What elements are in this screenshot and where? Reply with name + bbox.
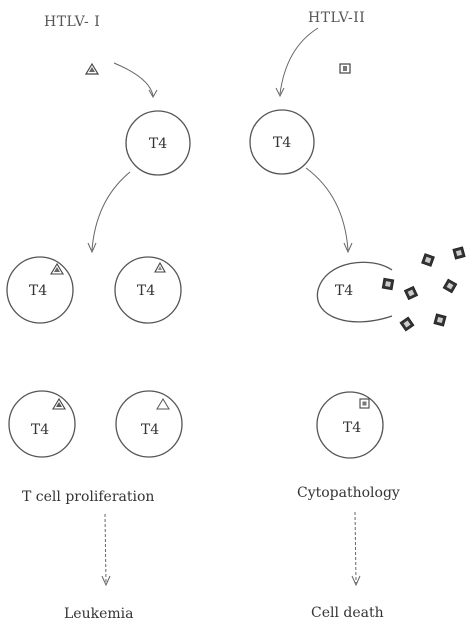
virus-in-cell-prolif-4: [156, 398, 170, 410]
released-particle-3: [381, 277, 395, 291]
t4-label-prolif-4: T4: [141, 422, 159, 438]
arrow-infect-left: [113, 62, 154, 97]
t4-cell-infected: [316, 391, 384, 459]
t4-cell-top-left: [125, 110, 191, 176]
t4-cell-prolif-2: [114, 256, 182, 324]
virus-particle-left: [84, 62, 100, 75]
virus-in-cell-prolif-3: [52, 397, 66, 410]
t4-label-top-right: T4: [273, 135, 291, 151]
t4-label-top-left: T4: [149, 136, 167, 152]
virus-in-cell-infected: [359, 398, 370, 409]
t4-label-prolif-3: T4: [31, 422, 49, 438]
released-virus-particles: [381, 246, 466, 332]
arrow-head-outcome-left: [101, 575, 111, 587]
t4-label-infected: T4: [343, 420, 361, 436]
arrow-head-down-left: [87, 242, 97, 254]
t4-cell-prolif-4: [115, 390, 183, 458]
arrow-down-right: [305, 167, 349, 251]
caption-left: T cell proliferation: [22, 489, 154, 505]
t4-label-lysing: T4: [335, 283, 353, 299]
virus-label-right: HTLV-II: [308, 10, 365, 26]
virus-particle-right: [339, 63, 351, 74]
caption-right: Cytopathology: [297, 485, 400, 501]
virus-label-left: HTLV- I: [44, 14, 100, 30]
released-particle-6: [399, 316, 415, 332]
outcome-left: Leukemia: [64, 606, 133, 622]
t4-cell-top-right: [249, 109, 315, 175]
virus-in-cell-prolif-1: [50, 262, 64, 275]
arrow-head-down-right: [343, 242, 353, 254]
released-particle-4: [403, 285, 419, 301]
t4-label-prolif-2: T4: [137, 283, 155, 299]
t4-cell-prolif-3: [8, 390, 76, 458]
arrow-outcome-left: [104, 513, 107, 584]
arrow-head-infect-left: [148, 89, 158, 99]
virus-in-cell-prolif-2: [154, 261, 166, 273]
arrow-head-infect-right: [275, 87, 285, 98]
t4-label-prolif-1: T4: [29, 283, 47, 299]
t4-cell-prolif-1: [6, 256, 74, 324]
released-particle-2: [452, 246, 466, 260]
released-particle-7: [433, 313, 447, 327]
t4-cell-lysing: [316, 261, 393, 323]
arrow-head-outcome-right: [351, 575, 361, 587]
arrow-outcome-right: [354, 511, 357, 584]
released-particle-5: [442, 278, 458, 294]
released-particle-1: [421, 253, 435, 267]
arrow-infect-right: [279, 27, 319, 95]
arrow-down-left: [91, 171, 131, 251]
outcome-right: Cell death: [311, 605, 384, 621]
